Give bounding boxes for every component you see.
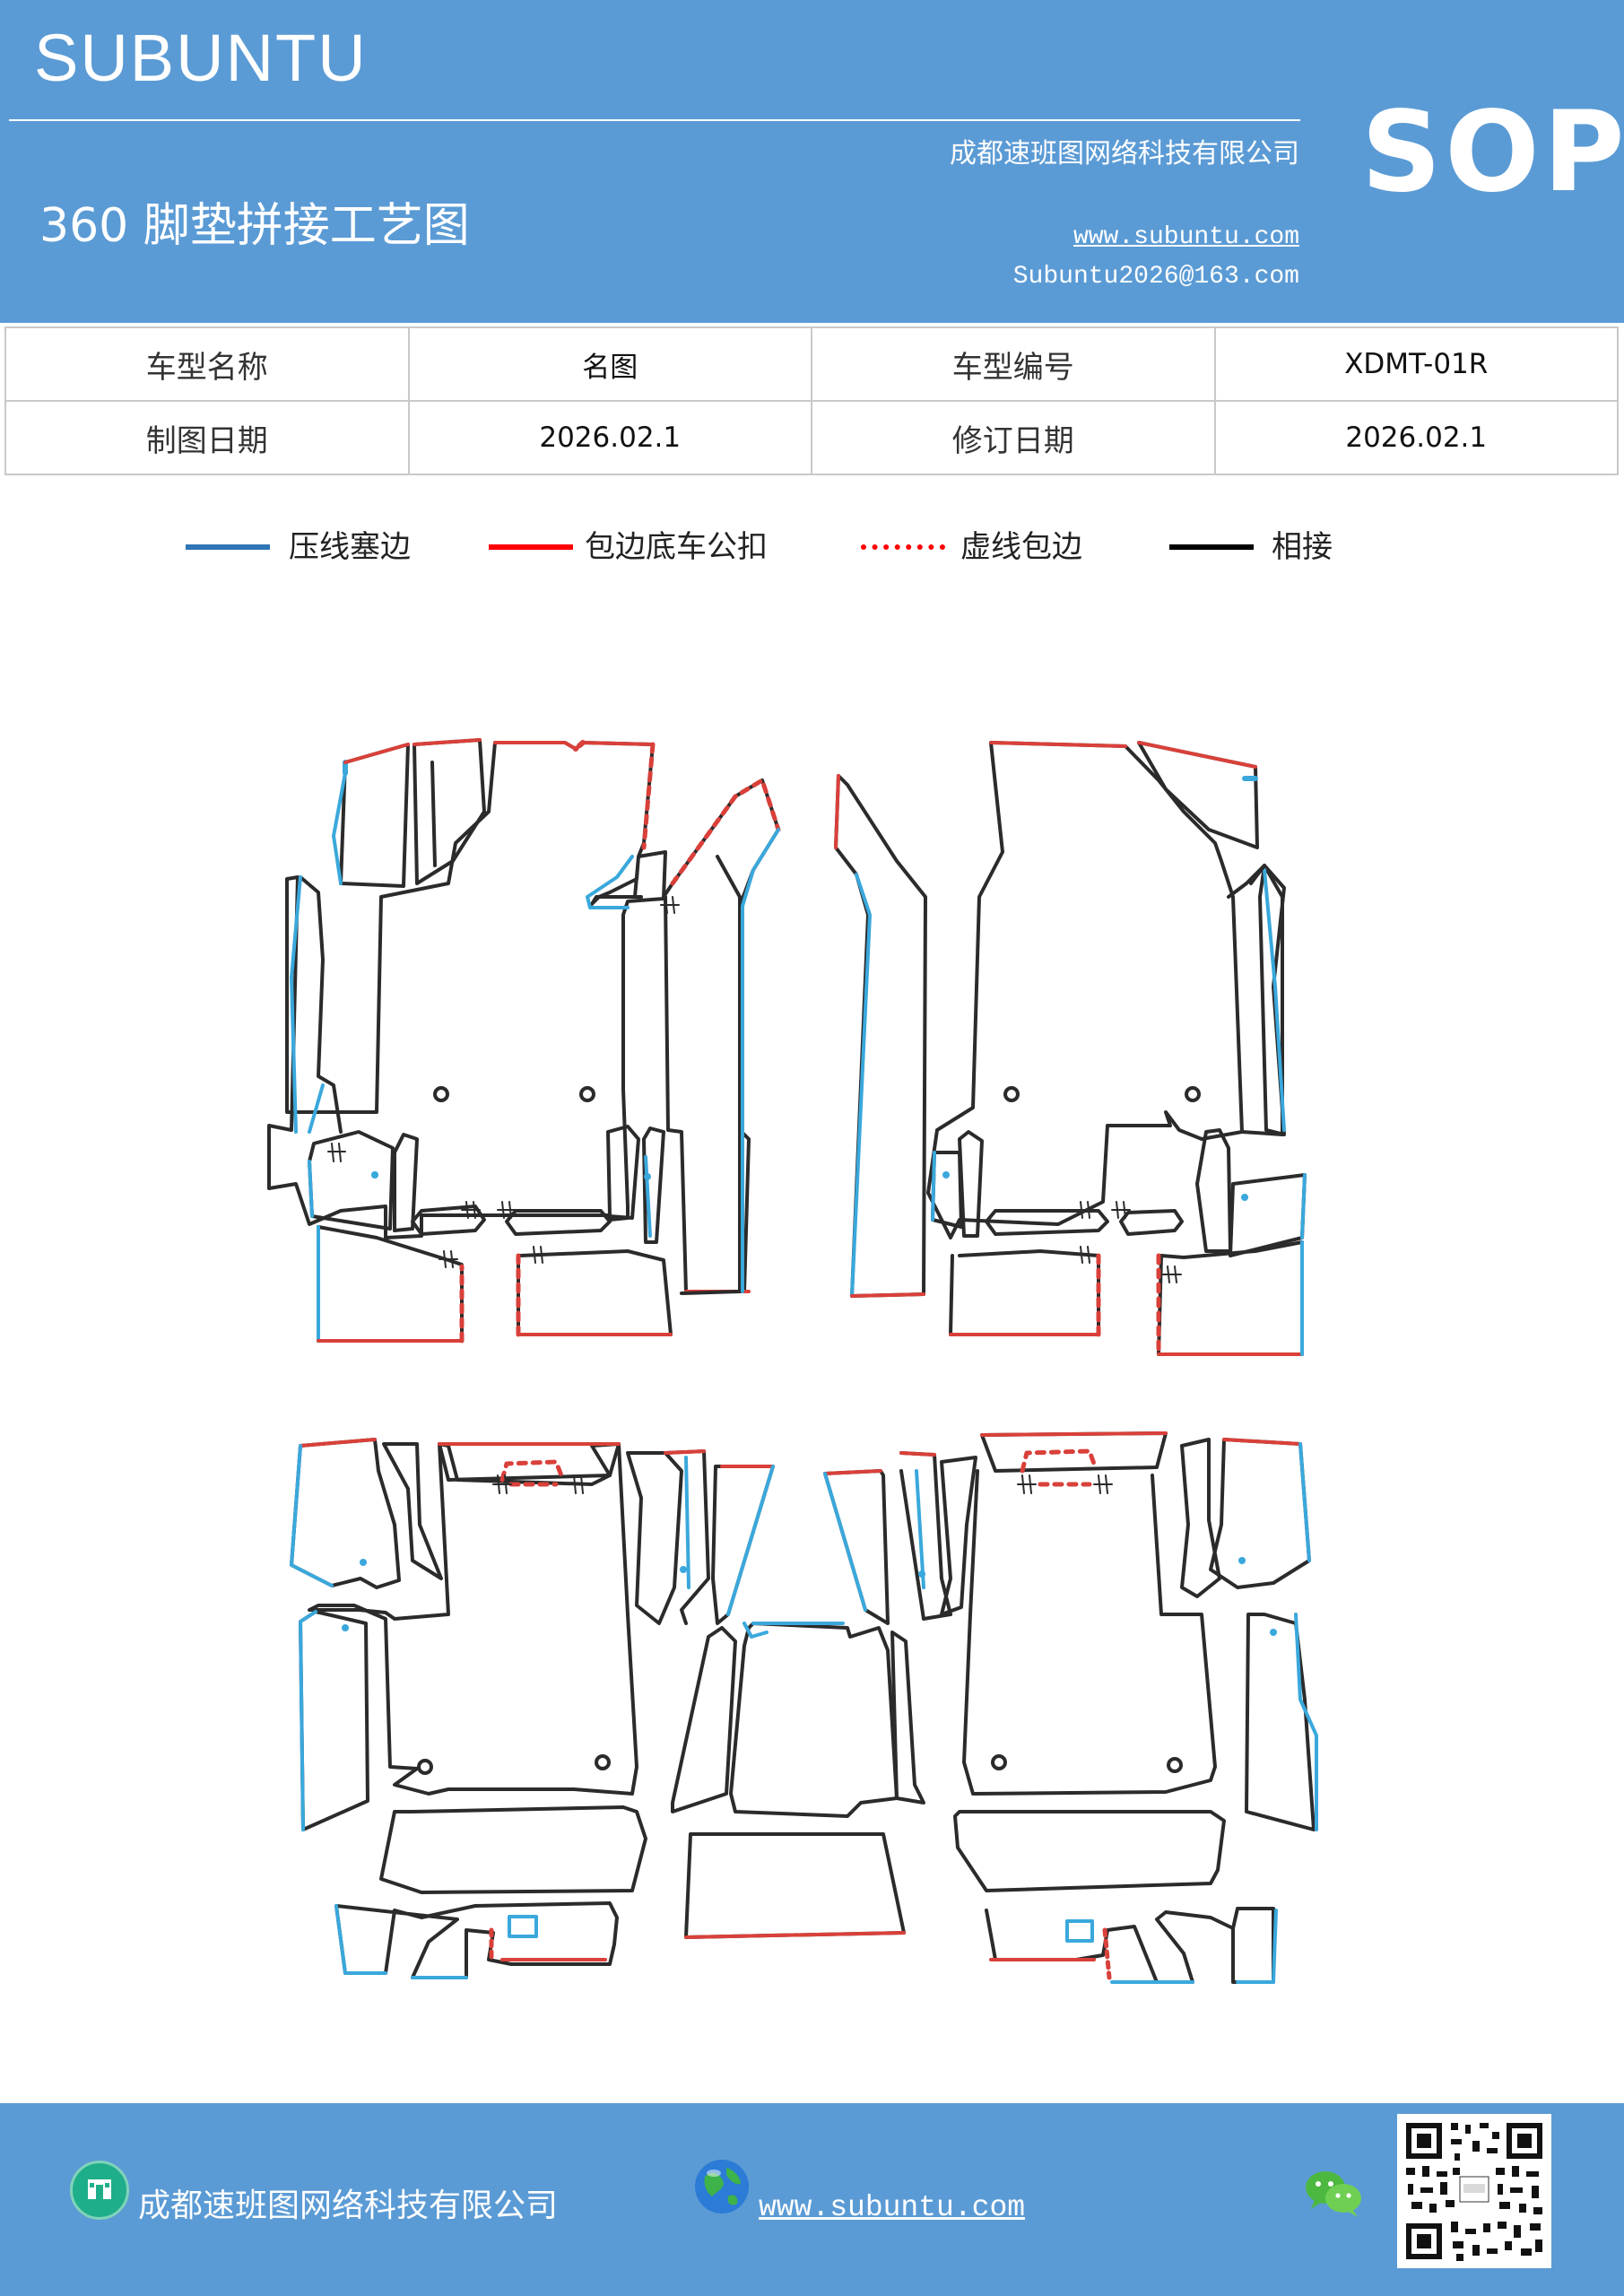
label-cell: 车型编号: [811, 326, 1216, 402]
mat-center-strips: [662, 774, 927, 1298]
info-table: 车型名称 名图 车型编号 XDMT-01R 制图日期 2026.02.1 修订日…: [4, 326, 1619, 475]
header-divider: [9, 119, 1300, 121]
sop-label: SOP: [1361, 88, 1624, 217]
label-cell: 修订日期: [811, 400, 1216, 475]
footer-company-name: 成都速班图网络科技有限公司: [138, 2187, 559, 2224]
legend: 压线塞边 包边底车公扣 虚线包边 相接: [0, 520, 1624, 574]
floor-mat-diagram: [267, 738, 1318, 1984]
legend-label-joint: 相接: [1272, 529, 1333, 565]
wechat-icon: [1306, 2171, 1361, 2217]
document-title: 360 脚垫拼接工艺图: [39, 199, 470, 253]
value-cell: 2026.02.1: [1213, 400, 1619, 475]
mat-rear-right-lower: [953, 1810, 1278, 1984]
brand-name: SUBUNTU: [34, 21, 368, 95]
table-row: 车型名称 名图 车型编号 XDMT-01R: [4, 326, 1619, 402]
legend-swatch-joint: [1169, 544, 1254, 550]
mat-rear-left: [290, 1438, 775, 1831]
mat-front-left: [267, 738, 751, 1293]
header-banner: SUBUNTU 成都速班图网络科技有限公司 360 脚垫拼接工艺图 www.su…: [0, 0, 1624, 323]
value-cell: XDMT-01R: [1213, 326, 1619, 402]
legend-label-press: 压线塞边: [289, 529, 411, 565]
qr-code: [1397, 2114, 1551, 2268]
label-cell: 制图日期: [4, 400, 410, 475]
value-cell: 2026.02.1: [407, 400, 812, 475]
footer-website-link[interactable]: www.subuntu.com: [759, 2191, 1026, 2224]
website-link[interactable]: www.subuntu.com: [1073, 223, 1299, 251]
legend-swatch-bind: [489, 544, 573, 550]
legend-swatch-press: [186, 544, 270, 550]
mat-rear-right: [823, 1431, 1318, 1831]
legend-label-dotted: 虚线包边: [960, 529, 1082, 565]
mat-front-left-lower: [308, 896, 680, 1344]
globe-icon: [695, 2160, 749, 2213]
legend-swatch-dotted: [861, 544, 945, 550]
email-address: Subuntu2026@163.com: [1012, 263, 1299, 291]
table-row: 制图日期 2026.02.1 修订日期 2026.02.1: [4, 400, 1619, 475]
company-name: 成都速班图网络科技有限公司: [950, 138, 1299, 170]
legend-label-bind: 包边底车公扣: [585, 529, 768, 565]
label-cell: 车型名称: [4, 326, 410, 402]
value-cell: 名图: [407, 326, 812, 402]
mat-rear-left-lower: [334, 1805, 647, 1979]
mat-front-right-lower: [931, 1128, 1307, 1357]
building-icon: [70, 2161, 129, 2220]
mat-rear-center: [671, 1622, 925, 1939]
mat-front-right: [926, 741, 1286, 1239]
footer-banner: 成都速班图网络科技有限公司 www.subuntu.com: [0, 2103, 1624, 2296]
